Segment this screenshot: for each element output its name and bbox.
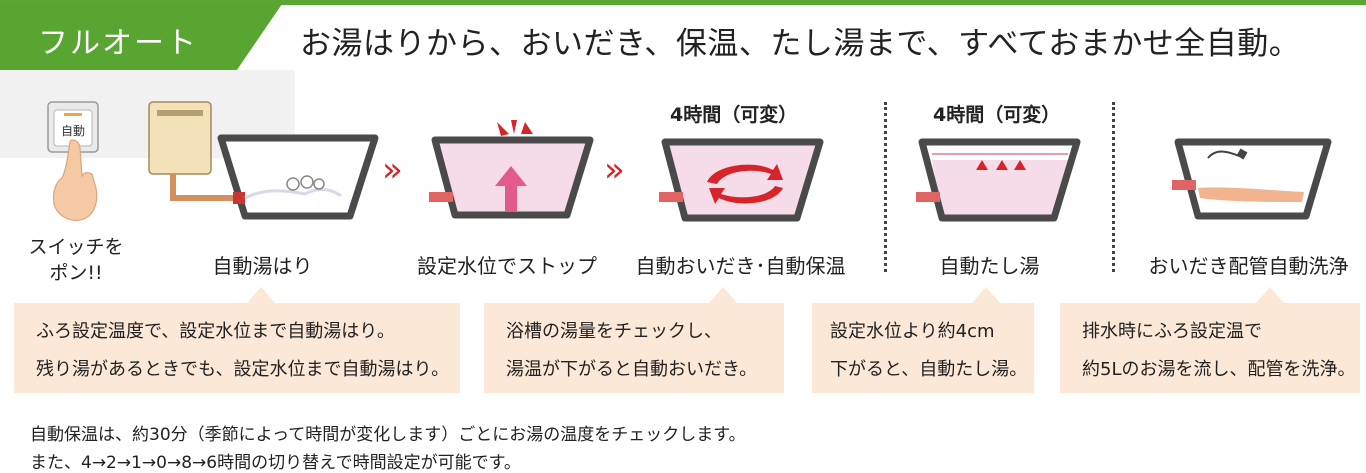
inlet-pipe <box>1172 180 1196 190</box>
step5-label: おいだき配管自動洗浄 <box>1148 254 1349 278</box>
description-line: 下がると、自動たし湯。 <box>830 359 1028 380</box>
circulation-icon-lower <box>709 186 783 204</box>
step3-illustration <box>659 138 824 222</box>
switch-finger-illustration: 自動 <box>47 101 99 221</box>
switch-caption-line2: ポン!! <box>49 262 103 284</box>
box-pointer <box>1256 287 1284 303</box>
bathtub-icon <box>431 136 594 219</box>
description-line: 浴槽の湯量をチェックし、 <box>506 321 722 342</box>
inlet-pipe <box>916 192 940 202</box>
switch-lamp <box>64 113 82 116</box>
footnote-line: また、4→2→1→0→8→6時間の切り替えで時間設定が可能です。 <box>30 453 521 473</box>
water-flow <box>244 188 342 200</box>
box-pointer <box>972 287 1000 303</box>
bathtub-icon <box>217 134 379 220</box>
description-line: 設定水位より約4cm <box>830 321 995 342</box>
inlet-pipe <box>659 192 683 202</box>
description-box: ふろ設定温度で、設定水位まで自動湯はり。 残り湯があるときでも、設定水位まで自動… <box>14 287 460 393</box>
description-line: 排水時にふろ設定温で <box>1082 321 1262 342</box>
bubble <box>300 175 314 189</box>
headline: お湯はりから、おいだき、保温、たし湯まで、すべておまかせ全自動。 <box>300 26 1301 62</box>
description-line: 約5Lのお湯を流し、配管を洗浄。 <box>1082 359 1356 380</box>
step1-label: 自動湯はり <box>212 254 313 278</box>
description-line: 残り湯があるときでも、設定水位まで自動湯はり。 <box>36 359 450 380</box>
flow-arrow-icon: » <box>382 150 403 190</box>
stop-mark-icon <box>497 120 533 136</box>
bubble <box>286 177 300 191</box>
description-box: 浴槽の湯量をチェックし、 湯温が下がると自動おいだき。 <box>484 287 784 393</box>
step5-illustration <box>1172 138 1332 220</box>
step4-period: 4時間（可変） <box>933 104 1061 126</box>
step2-illustration <box>429 120 594 219</box>
step4-label: 自動たし湯 <box>939 254 1040 278</box>
switch-label: 自動 <box>61 124 85 138</box>
step3-label: 自動おいだき･自動保温 <box>635 254 846 278</box>
step1-illustration <box>148 101 379 220</box>
water <box>665 142 820 218</box>
circulation-icon <box>707 164 783 184</box>
drain-plug <box>1236 148 1248 160</box>
description-line: ふろ設定温度で、設定水位まで自動湯はり。 <box>36 321 395 342</box>
water-heater-icon <box>148 101 212 175</box>
category-badge: フルオート <box>0 4 282 70</box>
water <box>932 160 1068 218</box>
finger-icon <box>52 139 98 221</box>
inlet-pipe <box>429 192 453 202</box>
heater-vent <box>157 110 203 116</box>
flushing-water-icon <box>1198 187 1304 202</box>
switch-caption-line1: スイッチを <box>28 236 124 258</box>
box-pointer <box>247 287 275 303</box>
step4-illustration <box>916 138 1081 222</box>
description-box: 排水時にふろ設定温で 約5Lのお湯を流し、配管を洗浄。 <box>1060 287 1360 393</box>
flow-arrow-icon: » <box>604 150 625 190</box>
step2-label: 設定水位でストップ <box>417 254 597 278</box>
step3-period: 4時間（可変） <box>670 104 798 126</box>
dotted-divider <box>884 102 887 272</box>
description-line: 湯温が下がると自動おいだき。 <box>506 359 758 380</box>
bathtub-icon <box>1174 138 1332 220</box>
level-up-icon <box>976 160 1026 170</box>
box-pointer <box>709 287 737 303</box>
badge-text: フルオート <box>38 26 198 61</box>
top-accent-line <box>0 0 1366 5</box>
bubble <box>313 178 325 190</box>
supply-pipe <box>170 174 240 201</box>
switch-caption: スイッチを ポン!! <box>26 234 126 286</box>
footnote-line: 自動保温は、約30分（季節によって時間が変化します）ごとにお湯の温度をチェックし… <box>30 425 746 445</box>
rising-water-arrow-icon <box>495 166 527 212</box>
dotted-divider <box>1112 102 1115 272</box>
description-box: 設定水位より約4cm 下がると、自動たし湯。 <box>812 287 1034 393</box>
inlet-fitting <box>233 192 245 204</box>
